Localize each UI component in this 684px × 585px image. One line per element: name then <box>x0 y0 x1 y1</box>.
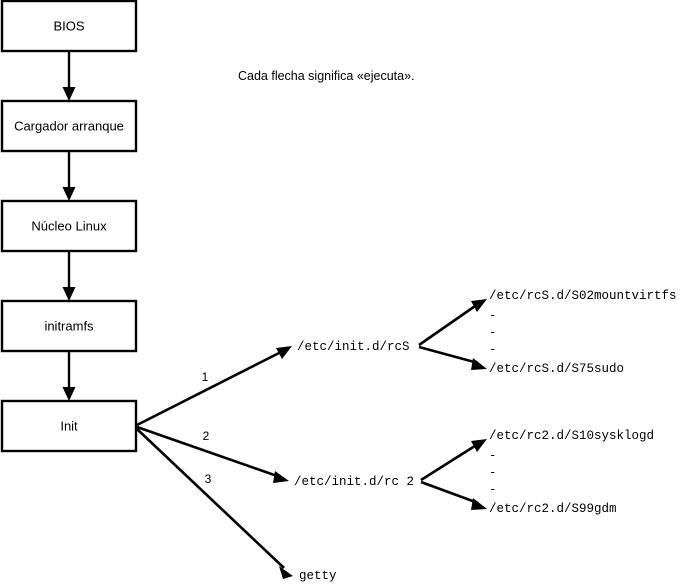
node-box <box>0 399 138 453</box>
arrow-head-icon <box>273 471 289 483</box>
node-initramfs: initramfs <box>0 299 138 353</box>
node-kernel: Núcleo Linux <box>0 199 138 253</box>
node-box <box>0 0 138 53</box>
arrow-head-icon <box>62 387 76 401</box>
chain-connectors <box>62 51 76 401</box>
rcs-first-script-label: /etc/rcS.d/S02mountvirtfs <box>489 289 677 303</box>
arrow-head-icon <box>471 299 487 312</box>
node-init: Init <box>0 399 138 453</box>
init-branch-group: 1 /etc/init.d/rcS 2 /etc/init.d/rc 2 3 g… <box>136 340 414 583</box>
rcs-last-script-label: /etc/rcS.d/S75sudo <box>489 362 624 376</box>
arrow-head-icon <box>62 187 76 201</box>
branch-target-label: getty <box>299 569 337 583</box>
rc2-last-script-label: /etc/rc2.d/S99gdm <box>489 502 617 516</box>
node-label: Núcleo Linux <box>31 218 107 233</box>
ellipsis-dash: - <box>489 483 497 497</box>
ellipsis-dash: - <box>489 326 497 340</box>
branch-number-label: 1 <box>202 370 209 384</box>
connector-bios-to-bootloader <box>62 51 76 101</box>
arrow-head-icon <box>279 566 293 579</box>
arrow-head-icon <box>62 287 76 301</box>
node-box <box>0 199 138 253</box>
branch-number-label: 2 <box>203 429 210 443</box>
ellipsis-dash: - <box>489 309 497 323</box>
branch-number-label: 3 <box>205 472 212 486</box>
ellipsis-dash: - <box>489 449 497 463</box>
arrow-head-icon <box>62 87 76 101</box>
node-label: Init <box>60 418 78 433</box>
arrow-head-icon <box>471 439 487 452</box>
init-branch-1: 1 /etc/init.d/rcS <box>136 340 410 427</box>
boot-chain-group: BIOS Cargador arranque Núcleo Linux init… <box>0 0 138 453</box>
diagram-caption: Cada flecha significa «ejecuta». <box>238 69 415 83</box>
rc2-first-script-label: /etc/rc2.d/S10sysklogd <box>489 429 654 443</box>
rc2-scripts-group: /etc/rc2.d/S10sysklogd - - - /etc/rc2.d/… <box>420 429 654 516</box>
node-bios: BIOS <box>0 0 138 53</box>
connector-bootloader-to-kernel <box>62 151 76 201</box>
arrow-head-icon <box>471 358 487 370</box>
node-label: initramfs <box>44 318 94 333</box>
branch-target-label: /etc/init.d/rc 2 <box>294 475 414 489</box>
ellipsis-dash: - <box>489 343 497 357</box>
branch-target-label: /etc/init.d/rcS <box>297 340 410 354</box>
arrow-head-icon <box>471 498 487 510</box>
ellipsis-dash: - <box>489 466 497 480</box>
node-label: BIOS <box>53 18 84 33</box>
arrow-head-icon <box>276 346 292 359</box>
init-branch-3: 3 getty <box>136 428 337 583</box>
connector-initramfs-to-init <box>62 351 76 401</box>
node-label: Cargador arranque <box>14 118 124 133</box>
rcs-scripts-group: /etc/rcS.d/S02mountvirtfs - - - /etc/rcS… <box>418 289 677 376</box>
connector-kernel-to-initramfs <box>62 251 76 301</box>
init-branch-2: 2 /etc/init.d/rc 2 <box>136 425 414 489</box>
node-bootloader: Cargador arranque <box>0 99 138 153</box>
